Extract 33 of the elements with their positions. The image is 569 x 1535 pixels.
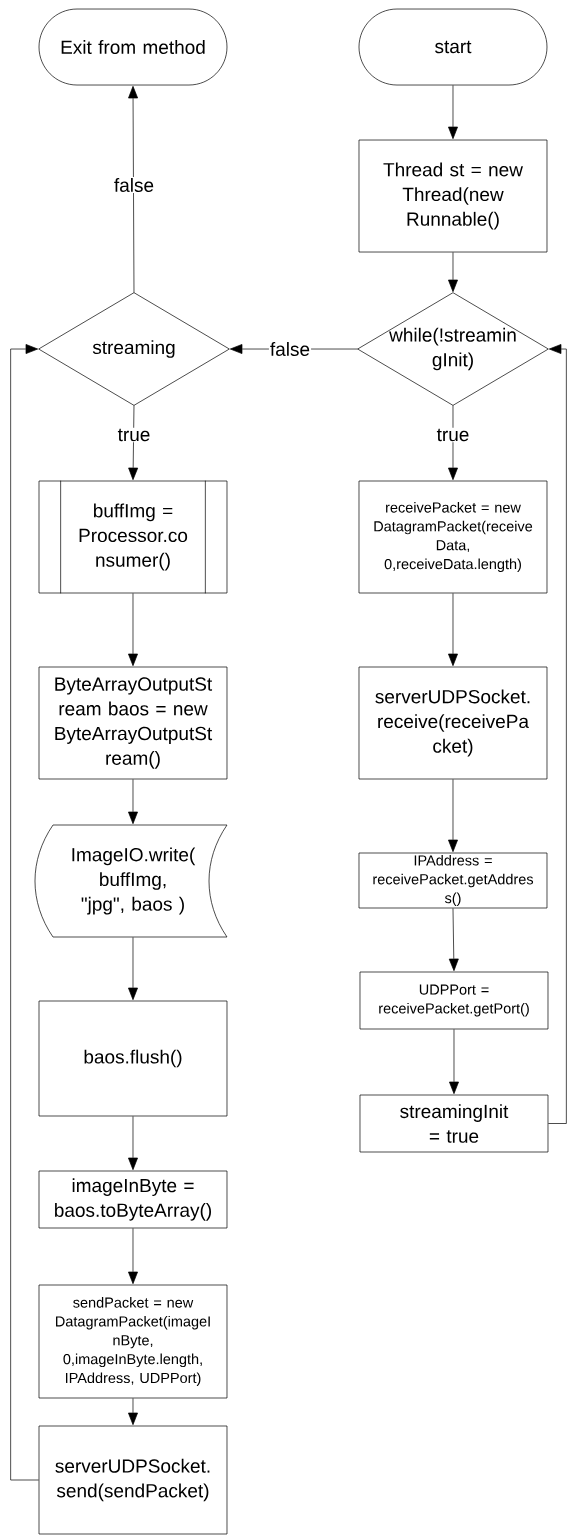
arrow: [448, 593, 458, 667]
edge-label: true: [435, 427, 471, 443]
arrow: [128, 86, 138, 294]
process-box: ByteArrayOutputSt ream baos = new ByteArrayOutputSt ream(): [38, 666, 228, 780]
edge-label: false: [268, 341, 312, 357]
process-box: serverUDPSocket. send(sendPacket): [38, 1425, 228, 1535]
process-box: serverUDPSocket. receive(receivePa cket): [358, 666, 548, 780]
arrow: [128, 1116, 138, 1171]
arrow: [448, 779, 458, 853]
process-box: Thread st = new Thread(new Runnable(): [358, 139, 548, 253]
process-box: IPAddress = receivePacket.getAddres s(): [358, 852, 548, 909]
subprocess-box: buffImg = Processor.co nsumer(): [38, 480, 228, 594]
process-box: receivePacket = new DatagramPacket(receive Data, 0,receiveData.length): [358, 480, 548, 594]
process-box: streamingInit = true: [359, 1094, 549, 1153]
arrow: [10, 344, 39, 1481]
arrow: [128, 937, 138, 1001]
arrow: [128, 405, 139, 481]
edge-label: true: [116, 427, 152, 443]
edge-label: false: [112, 177, 156, 193]
process-box: sendPacket = new DatagramPacket(imageI nByte, 0,imageInByte.length, IPAddress, UDPPort): [38, 1284, 228, 1399]
arrow: [128, 779, 138, 825]
arrow: [448, 405, 458, 481]
arrow: [448, 252, 458, 293]
arrow: [448, 85, 458, 140]
process-box: imageInByte = baos.toByteArray(): [38, 1170, 228, 1229]
process-box: baos.flush(): [38, 1000, 228, 1117]
arrow: [128, 593, 138, 667]
arrow: [449, 1029, 459, 1095]
arrow: [128, 1228, 138, 1285]
arrow: [128, 1398, 138, 1426]
process-box: UDPPort = receivePacket.getPort(): [359, 971, 549, 1030]
arrow: [548, 344, 567, 1124]
arrow: [448, 908, 459, 972]
